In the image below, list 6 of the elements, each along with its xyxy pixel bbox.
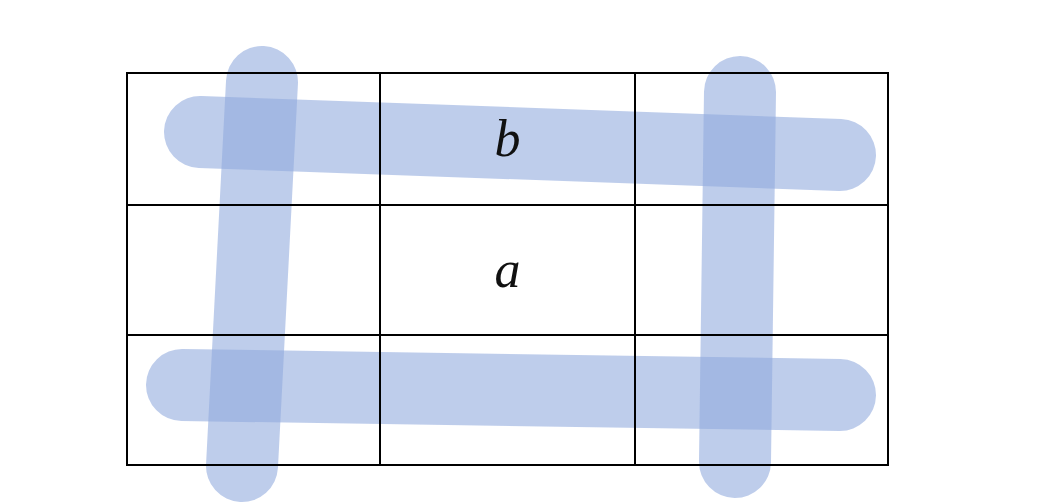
empty-grid-cell: [634, 72, 889, 206]
cell-letter: b: [494, 113, 521, 165]
cell-letter: a: [494, 244, 521, 296]
empty-grid-cell: [126, 334, 381, 466]
empty-grid-cell: [634, 334, 889, 466]
empty-grid-cell: [126, 72, 381, 206]
